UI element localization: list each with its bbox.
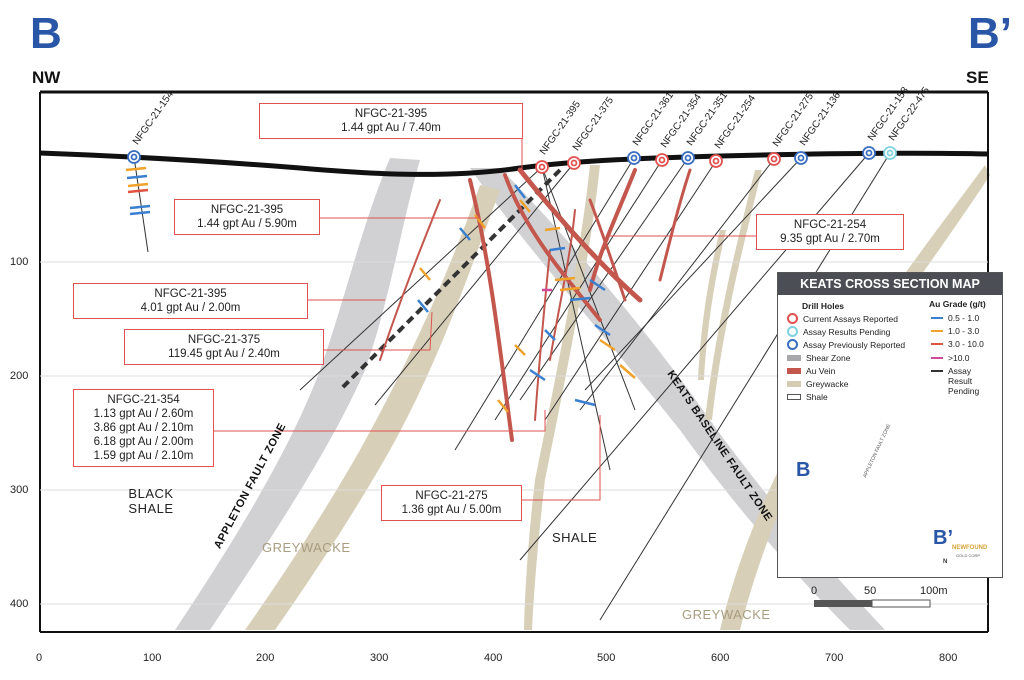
legend-grade-head: Au Grade (g/t) [929, 299, 986, 309]
legend-grade-4: >10.0 [931, 353, 970, 363]
legend-shale: Shale [787, 392, 828, 402]
x-tick-600: 600 [711, 652, 730, 664]
cyan-ring-icon [787, 326, 798, 337]
legend-current-assays: Current Assays Reported [787, 313, 898, 324]
greywacke-label-left: GREYWACKE [262, 540, 351, 555]
appleton-shear-zone [175, 158, 420, 630]
legend-grade-pending-2: Result [948, 376, 973, 386]
greywacke-label-right: GREYWACKE [682, 607, 771, 622]
x-tick-400: 400 [484, 652, 503, 664]
au-veins [379, 167, 692, 442]
y-tick-400: 400 [10, 598, 29, 610]
x-tick-0: 0 [36, 652, 43, 664]
direction-se: SE [966, 68, 989, 87]
y-tick-200: 200 [10, 370, 29, 382]
logo-text-1: NEWFOUND [952, 545, 988, 551]
x-tick-500: 500 [597, 652, 616, 664]
greywacke-swatch [787, 381, 801, 387]
logo-text-2: GOLD CORP [956, 553, 981, 558]
legend-shear: Shear Zone [787, 353, 850, 363]
callout-leaders [214, 120, 756, 501]
grade-pending-swatch [931, 370, 943, 372]
shear-swatch [787, 355, 801, 361]
section-start-letter: B [30, 9, 62, 58]
scale-label-100: 100m [920, 585, 948, 597]
greywacke-band-right3 [698, 230, 726, 380]
shale-swatch [787, 394, 801, 400]
legend-title: KEATS CROSS SECTION MAP [778, 273, 1002, 295]
legend-vein: Au Vein [787, 366, 835, 376]
scale-bar-dark [814, 600, 872, 607]
x-tick-700: 700 [825, 652, 844, 664]
legend-panel: KEATS CROSS SECTION MAP Drill Holes Au G… [777, 272, 1003, 578]
x-tick-200: 200 [256, 652, 275, 664]
legend-pending: Assay Results Pending [787, 326, 890, 337]
legend-drill-head: Drill Holes [802, 301, 845, 311]
greywacke-band-right [720, 165, 990, 630]
y-tick-100: 100 [10, 256, 29, 268]
grade-1-swatch [931, 317, 943, 319]
grade-2-swatch [931, 330, 943, 332]
blue-ring-icon [787, 339, 798, 350]
legend-greywacke: Greywacke [787, 379, 849, 389]
scale-label-50: 50 [864, 585, 877, 597]
grade-4-swatch [931, 357, 943, 359]
x-tick-800: 800 [939, 652, 958, 664]
inset-fault-label: APPLETON FAULT ZONE [862, 423, 893, 479]
inset-b-label: B [796, 459, 811, 481]
north-arrow-label: N [943, 559, 948, 565]
scale-label-0: 0 [811, 585, 818, 597]
legend-grade-pending: Assay [931, 366, 971, 376]
legend-grade-3: 3.0 - 10.0 [931, 339, 984, 349]
grade-3-swatch [931, 343, 943, 345]
inset-bp-label: B’ [933, 527, 953, 549]
assay-ticks [125, 166, 636, 413]
x-tick-100: 100 [143, 652, 162, 664]
vein-swatch [787, 368, 801, 374]
y-tick-300: 300 [10, 484, 29, 496]
section-end-letter: B’ [968, 9, 1012, 58]
legend-grade-2: 1.0 - 3.0 [931, 326, 979, 336]
scale-bar-light [871, 599, 931, 608]
legend-previous: Assay Previously Reported [787, 339, 905, 350]
red-ring-icon [787, 313, 798, 324]
greywacke-band-right2 [705, 170, 762, 420]
greywacke-band-mid [524, 165, 600, 630]
legend-grade-pending-3: Pending [948, 386, 980, 396]
topography-line [39, 150, 989, 177]
shale-label: SHALE [552, 530, 598, 545]
collars [127, 146, 897, 174]
x-tick-300: 300 [370, 652, 389, 664]
legend-grade-1: 0.5 - 1.0 [931, 313, 979, 323]
direction-nw: NW [32, 68, 61, 87]
